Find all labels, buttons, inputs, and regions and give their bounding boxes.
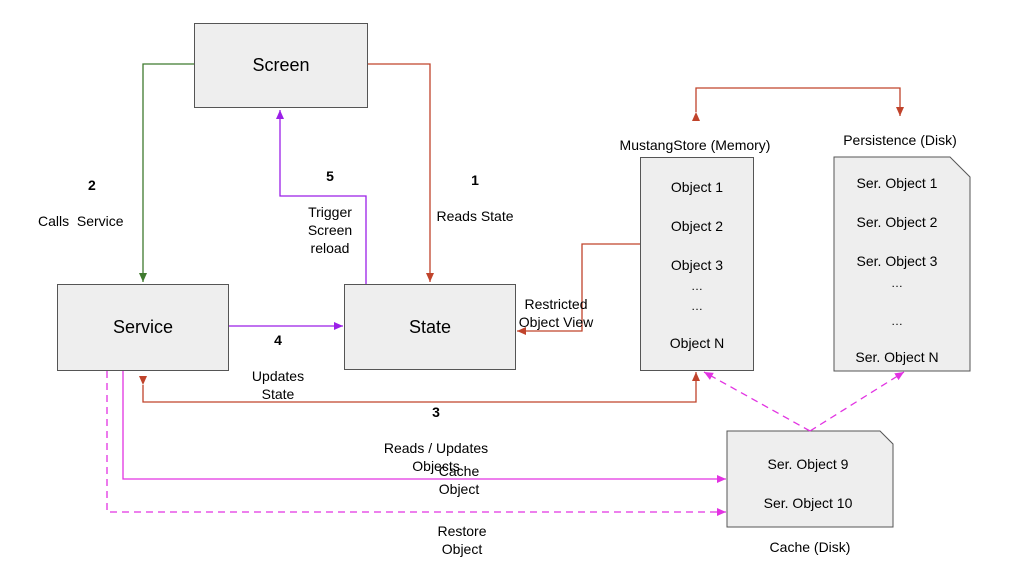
state-node[interactable]: State <box>344 284 516 370</box>
edge-cache-object <box>122 371 726 483</box>
persistence-item: Ser. Object 1 <box>856 175 938 191</box>
persistence-item: … <box>891 314 903 328</box>
store-item: … <box>691 279 703 293</box>
edge-reads-updates-objects <box>139 372 700 403</box>
edge-text: Trigger Screen reload <box>307 204 353 256</box>
cache-node[interactable]: Ser. Object 9 Ser. Object 10 <box>727 431 893 527</box>
store-item: Object 2 <box>670 218 724 234</box>
state-label: State <box>408 317 452 337</box>
edge-cache-to-store <box>703 371 811 432</box>
mustang-store-node[interactable]: Object 1 Object 2 Object 3 … … Object N <box>640 157 754 371</box>
store-item: Object N <box>669 335 725 351</box>
edge-trigger-reload <box>276 110 367 285</box>
step-number: 5 <box>326 168 334 184</box>
cache-caption: Cache (Disk) <box>769 539 851 555</box>
screen-label: Screen <box>252 55 310 75</box>
edge-calls-service <box>139 63 194 282</box>
label-cache-object: Cache Object <box>438 463 480 497</box>
cache-item: Ser. Object 10 <box>763 495 853 511</box>
persistence-caption: Persistence (Disk) <box>843 132 957 148</box>
cache-box <box>726 430 894 528</box>
label-restore-object: Restore Object <box>437 523 487 557</box>
service-node[interactable]: Service <box>57 284 229 371</box>
edge-text: Updates State <box>251 368 305 402</box>
step-number: 3 <box>432 404 440 420</box>
store-item: … <box>691 299 703 313</box>
label-reads-state: 1 Reads State <box>425 153 525 225</box>
edge-text: Calls Service <box>38 213 124 229</box>
step-number: 1 <box>471 172 479 188</box>
service-label: Service <box>112 317 174 337</box>
edge-text: Reads / Updates Objects <box>383 440 489 474</box>
edge-reads-state <box>368 63 434 282</box>
persistence-node[interactable]: Ser. Object 1 Ser. Object 2 Ser. Object … <box>834 157 970 371</box>
label-restricted-view: Restricted Object View <box>518 296 594 330</box>
edge-text: Reads State <box>436 208 514 224</box>
label-trigger-reload: 5 Trigger Screen reload <box>290 149 370 257</box>
persistence-item: Ser. Object N <box>855 349 939 365</box>
persistence-item: … <box>891 276 903 290</box>
persistence-item: Ser. Object 3 <box>856 253 938 269</box>
step-number: 2 <box>88 177 96 193</box>
edge-restricted-view <box>517 243 648 335</box>
edge-store-persistence <box>692 87 904 121</box>
screen-node[interactable]: Screen <box>194 23 368 108</box>
persistence-item: Ser. Object 2 <box>856 214 938 230</box>
persistence-box <box>833 156 971 372</box>
cache-item: Ser. Object 9 <box>767 456 849 472</box>
label-reads-updates-objects: 3 Reads / Updates Objects <box>356 385 516 475</box>
store-item: Object 1 <box>670 179 724 195</box>
label-updates-state: 4 Updates State <box>233 313 323 403</box>
step-number: 4 <box>274 332 282 348</box>
store-item: Object 3 <box>670 257 724 273</box>
edge-cache-to-persistence <box>809 371 905 432</box>
mustang-store-caption: MustangStore (Memory) <box>619 137 771 153</box>
edge-restore-object <box>106 371 726 516</box>
label-calls-service: 2 Calls Service <box>38 158 148 230</box>
